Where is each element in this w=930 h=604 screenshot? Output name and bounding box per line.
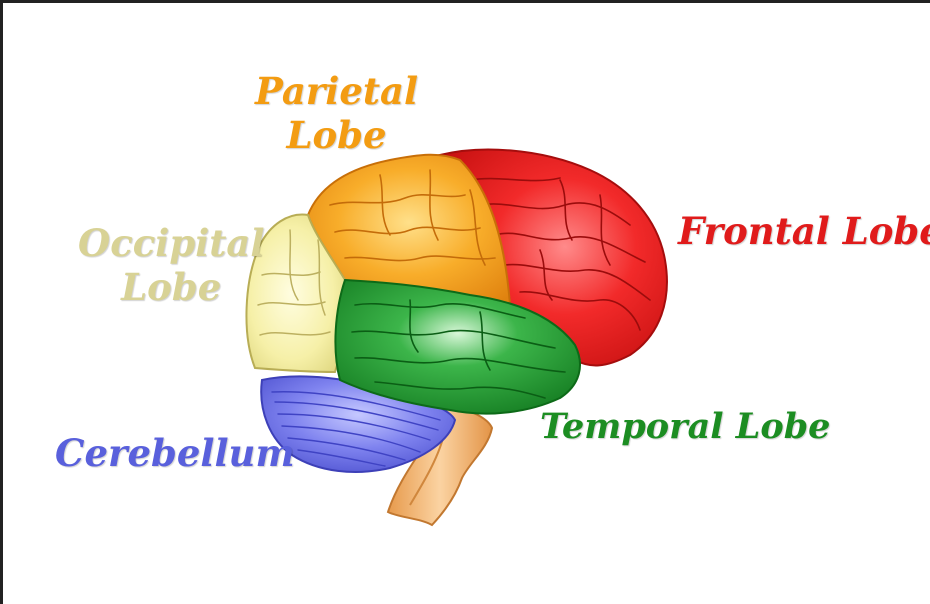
cerebellum-label: Cerebellum bbox=[55, 432, 295, 476]
occipital-label-line1: Occipital bbox=[78, 222, 264, 266]
frontal-lobe-label: Frontal Lobe bbox=[678, 210, 930, 254]
cerebellum-label-text: Cerebellum bbox=[55, 432, 295, 476]
frontal-label-text: Frontal Lobe bbox=[678, 210, 930, 254]
occipital-label-line2: Lobe bbox=[78, 266, 264, 310]
occipital-lobe-label: Occipital Lobe bbox=[78, 222, 264, 309]
temporal-lobe-label: Temporal Lobe bbox=[540, 406, 830, 447]
parietal-label-line1: Parietal bbox=[255, 70, 418, 114]
parietal-label-line2: Lobe bbox=[255, 114, 418, 158]
parietal-lobe-label: Parietal Lobe bbox=[255, 70, 418, 157]
temporal-label-text: Temporal Lobe bbox=[540, 406, 830, 447]
